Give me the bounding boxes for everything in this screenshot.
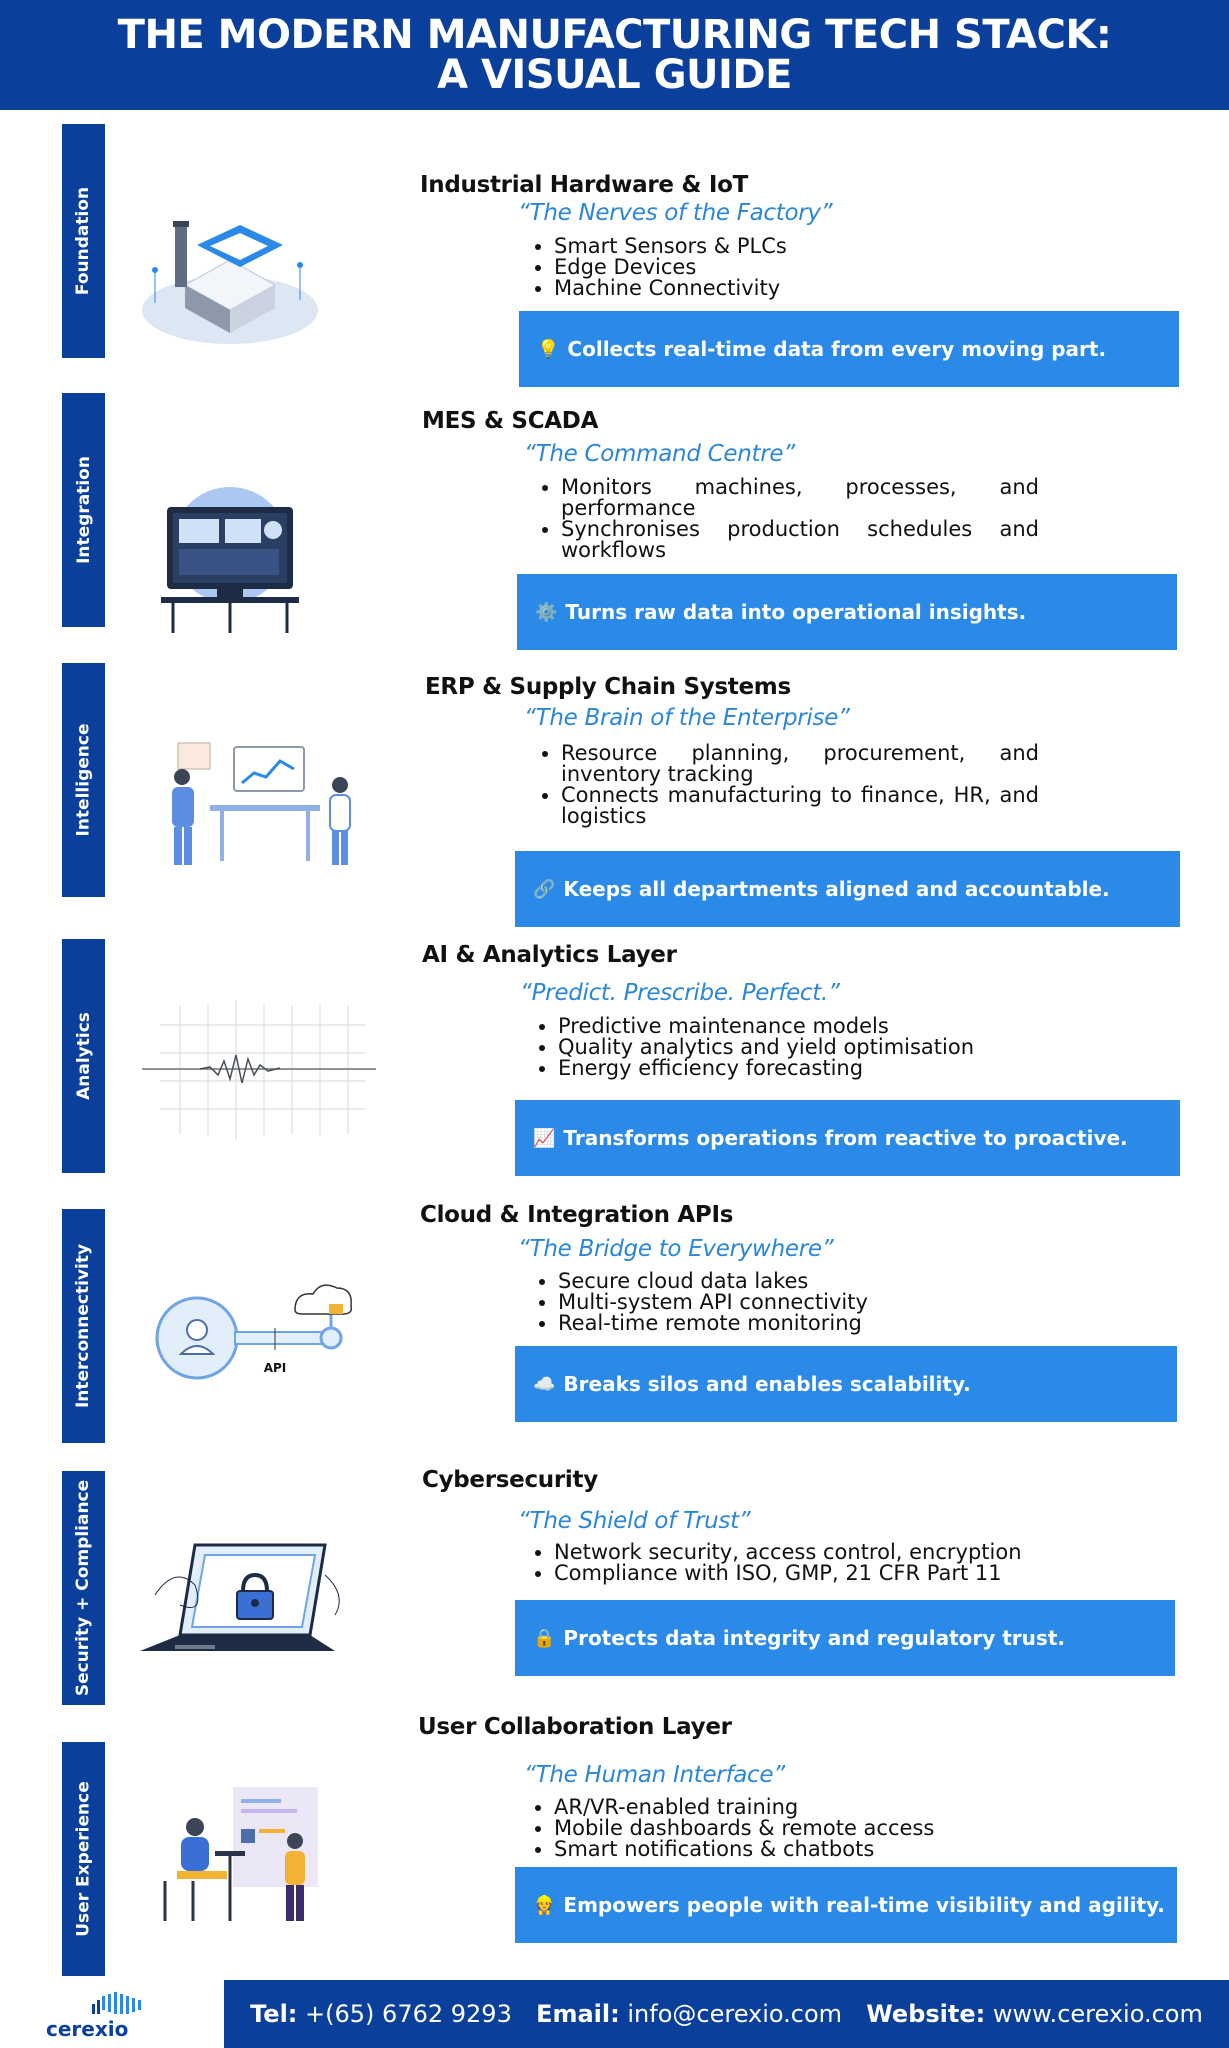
banner-text: Collects real-time data from every movin… bbox=[567, 337, 1107, 361]
list-item: Predictive maintenance models bbox=[558, 1016, 1044, 1037]
banner-text: Protects data integrity and regulatory t… bbox=[563, 1626, 1065, 1650]
chart-up-icon: 📈 bbox=[533, 1127, 556, 1149]
list-item: Network security, access control, encryp… bbox=[554, 1542, 1060, 1563]
side-tab-intelligence: Intelligence bbox=[62, 663, 105, 897]
side-tab-label: Analytics bbox=[73, 1012, 94, 1100]
collaboration-illustration bbox=[163, 1787, 318, 1921]
banner-text: Transforms operations from reactive to p… bbox=[563, 1126, 1128, 1150]
contact-tel: Tel: +(65) 6762 9293 bbox=[250, 2000, 512, 2028]
page-header: THE MODERN MANUFACTURING TECH STACK: A V… bbox=[0, 0, 1229, 110]
side-tab-label: Integration bbox=[73, 456, 94, 564]
bullet-list: Network security, access control, encryp… bbox=[520, 1542, 1060, 1584]
section-banner: 💡 Collects real-time data from every mov… bbox=[519, 311, 1179, 387]
website-value[interactable]: www.cerexio.com bbox=[992, 2000, 1203, 2028]
email-value[interactable]: info@cerexio.com bbox=[627, 2000, 843, 2028]
link-icon: 🔗 bbox=[533, 878, 556, 900]
section-title: Industrial Hardware & IoT bbox=[420, 172, 748, 198]
section-title: Cybersecurity bbox=[422, 1467, 598, 1493]
section-banner: 🔗 Keeps all departments aligned and acco… bbox=[515, 851, 1180, 927]
section-quote: “The Bridge to Everywhere” bbox=[518, 1236, 834, 1262]
website-label: Website: bbox=[866, 2000, 986, 2028]
contact-bar: Tel: +(65) 6762 9293 Email: info@cerexio… bbox=[224, 1980, 1229, 2048]
side-tab-label: Foundation bbox=[73, 186, 94, 296]
list-item: AR/VR-enabled training bbox=[554, 1797, 1060, 1818]
banner-text: Empowers people with real-time visibilit… bbox=[563, 1893, 1165, 1917]
list-item: Monitors machines, processes, and perfor… bbox=[561, 477, 1039, 519]
list-item: Resource planning, procurement, and inve… bbox=[561, 743, 1039, 785]
list-item: Smart notifications & chatbots bbox=[554, 1839, 1060, 1860]
section-quote: “The Brain of the Enterprise” bbox=[524, 705, 850, 731]
list-item: Edge Devices bbox=[554, 257, 1040, 278]
contact-email: Email: info@cerexio.com bbox=[536, 2000, 842, 2028]
section-title: MES & SCADA bbox=[422, 408, 599, 434]
bullet-list: Monitors machines, processes, and perfor… bbox=[527, 477, 1039, 561]
logo-wordmark: cerexio bbox=[46, 2017, 128, 2041]
api-label: API bbox=[264, 1361, 287, 1375]
laptop-lock-illustration bbox=[140, 1543, 340, 1651]
list-item: Connects manufacturing to finance, HR, a… bbox=[561, 785, 1039, 827]
bullet-list: Smart Sensors & PLCs Edge Devices Machin… bbox=[520, 236, 1040, 299]
section-quote: “Predict. Prescribe. Perfect.” bbox=[520, 980, 840, 1006]
section-title: Cloud & Integration APIs bbox=[420, 1202, 734, 1228]
bullet-list: Predictive maintenance models Quality an… bbox=[524, 1016, 1044, 1079]
side-tab-user-experience: User Experience bbox=[62, 1742, 105, 1976]
section-title: ERP & Supply Chain Systems bbox=[425, 674, 791, 700]
section-banner: 👷 Empowers people with real-time visibil… bbox=[515, 1867, 1177, 1943]
cerexio-logo: cerexio bbox=[46, 1992, 141, 2041]
list-item: Smart Sensors & PLCs bbox=[554, 236, 1040, 257]
list-item: Mobile dashboards & remote access bbox=[554, 1818, 1060, 1839]
banner-text: Keeps all departments aligned and accoun… bbox=[563, 877, 1110, 901]
side-tab-foundation: Foundation bbox=[62, 124, 105, 358]
tel-label: Tel: bbox=[250, 2000, 298, 2028]
cloud-icon: ☁️ bbox=[533, 1373, 556, 1395]
gear-icon: ⚙️ bbox=[535, 601, 558, 623]
list-item: Machine Connectivity bbox=[554, 278, 1040, 299]
section-quote: “The Command Centre” bbox=[524, 441, 795, 467]
side-tab-label: Interconnectivity bbox=[73, 1243, 94, 1409]
monitor-illustration bbox=[161, 487, 299, 633]
side-tab-label: Security + Compliance bbox=[73, 1479, 94, 1697]
tel-value[interactable]: +(65) 6762 9293 bbox=[305, 2000, 512, 2028]
bullet-list: AR/VR-enabled training Mobile dashboards… bbox=[520, 1797, 1060, 1860]
page-title: THE MODERN MANUFACTURING TECH STACK: A V… bbox=[117, 12, 1112, 98]
list-item: Real-time remote monitoring bbox=[558, 1313, 1044, 1334]
bullet-list: Secure cloud data lakes Multi-system API… bbox=[524, 1271, 1044, 1334]
section-quote: “The Nerves of the Factory” bbox=[518, 200, 833, 226]
api-connection-illustration: API bbox=[155, 1284, 353, 1380]
section-banner: 📈 Transforms operations from reactive to… bbox=[515, 1100, 1180, 1176]
list-item: Multi-system API connectivity bbox=[558, 1292, 1044, 1313]
lightbulb-icon: 💡 bbox=[537, 338, 560, 360]
list-item: Energy efficiency forecasting bbox=[558, 1058, 1044, 1079]
banner-text: Breaks silos and enables scalability. bbox=[563, 1372, 971, 1396]
side-tab-analytics: Analytics bbox=[62, 939, 105, 1173]
banner-text: Turns raw data into operational insights… bbox=[565, 600, 1027, 624]
email-label: Email: bbox=[536, 2000, 620, 2028]
side-tab-security-compliance: Security + Compliance bbox=[62, 1471, 105, 1705]
section-title: AI & Analytics Layer bbox=[422, 942, 677, 968]
person-icon: 👷 bbox=[533, 1894, 556, 1916]
lock-icon: 🔒 bbox=[533, 1627, 556, 1649]
section-banner: ☁️ Breaks silos and enables scalability. bbox=[515, 1346, 1177, 1422]
side-tab-label: User Experience bbox=[73, 1781, 94, 1937]
section-banner: 🔒 Protects data integrity and regulatory… bbox=[515, 1600, 1175, 1676]
section-title: User Collaboration Layer bbox=[418, 1714, 732, 1740]
section-banner: ⚙️ Turns raw data into operational insig… bbox=[517, 574, 1177, 650]
list-item: Synchronises production schedules and wo… bbox=[561, 519, 1039, 561]
side-tab-label: Intelligence bbox=[73, 723, 94, 837]
signal-graph-illustration bbox=[142, 1000, 376, 1140]
factory-illustration bbox=[142, 221, 318, 344]
list-item: Secure cloud data lakes bbox=[558, 1271, 1044, 1292]
list-item: Quality analytics and yield optimisation bbox=[558, 1037, 1044, 1058]
office-team-illustration bbox=[172, 742, 351, 865]
section-quote: “The Human Interface” bbox=[524, 1762, 785, 1788]
side-tab-interconnectivity: Interconnectivity bbox=[62, 1209, 105, 1443]
contact-website: Website: www.cerexio.com bbox=[866, 2000, 1203, 2028]
side-tab-integration: Integration bbox=[62, 393, 105, 627]
section-quote: “The Shield of Trust” bbox=[518, 1508, 751, 1534]
bullet-list: Resource planning, procurement, and inve… bbox=[527, 743, 1039, 827]
list-item: Compliance with ISO, GMP, 21 CFR Part 11 bbox=[554, 1563, 1060, 1584]
